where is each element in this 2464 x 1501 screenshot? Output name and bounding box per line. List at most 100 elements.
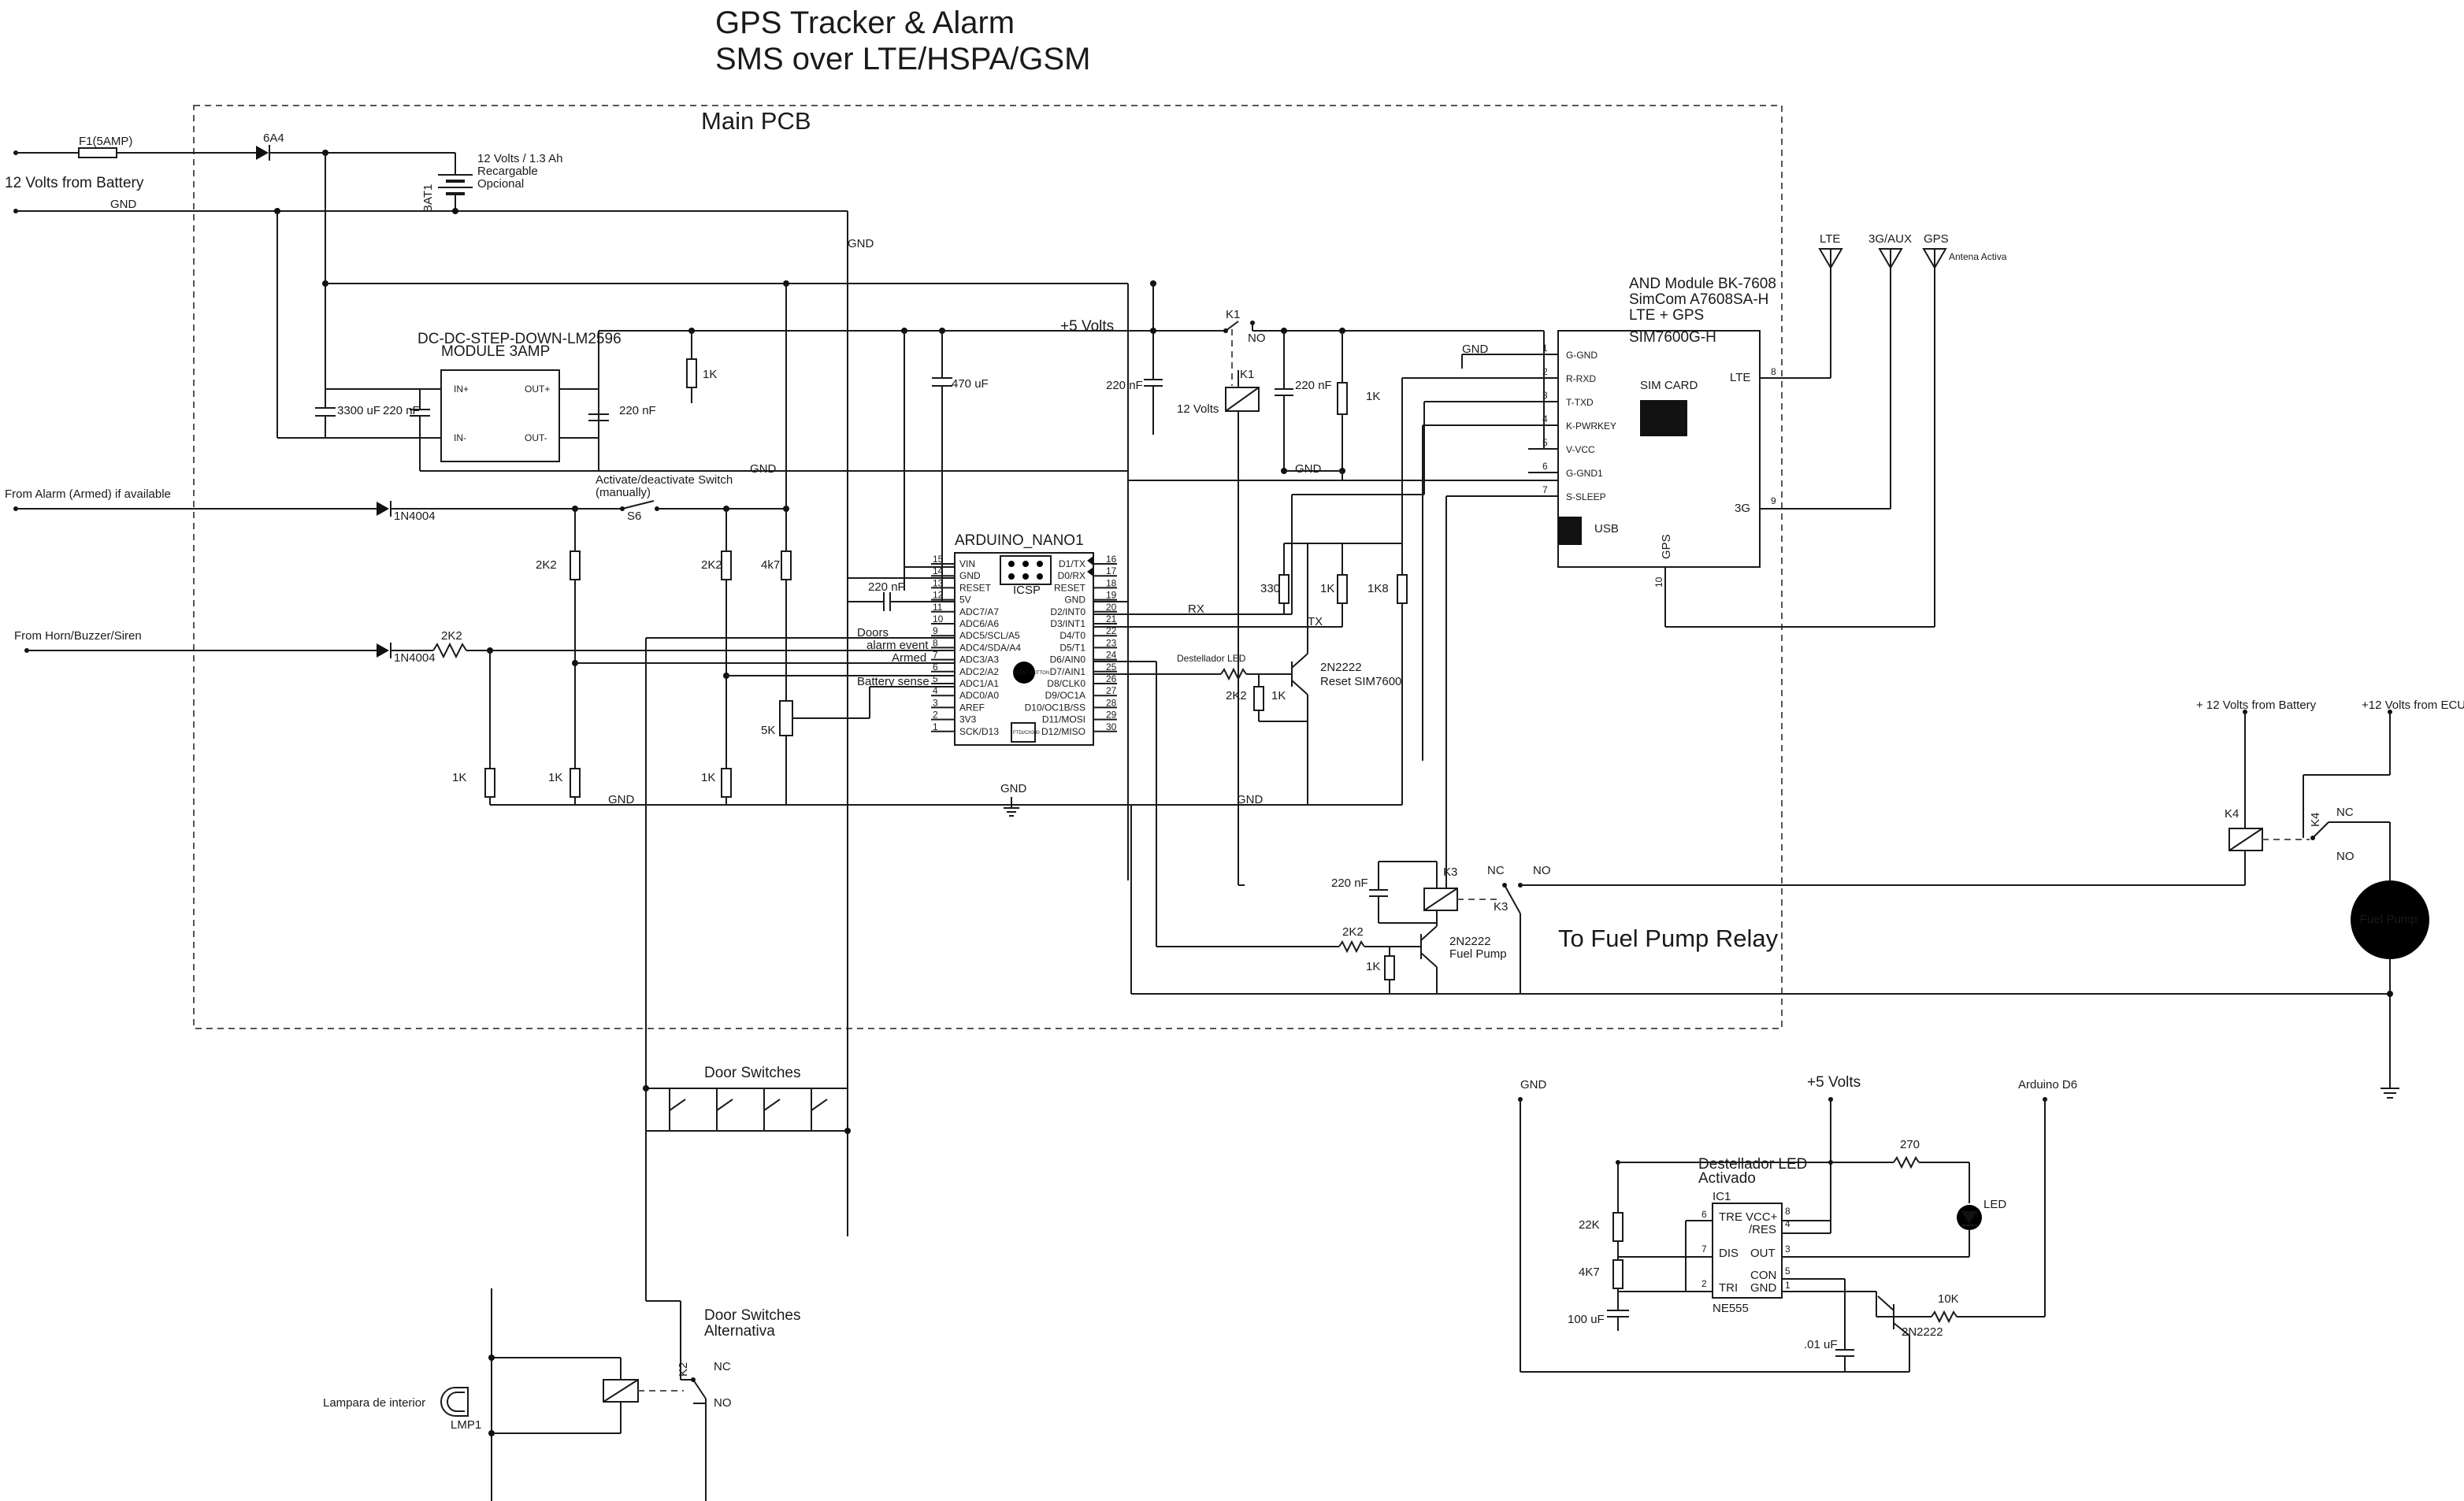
switch-label-2: (manually)	[596, 486, 651, 499]
arduino-right-pin-number: 27	[1106, 685, 1117, 696]
cap-220f-label: 220 nF	[1331, 877, 1368, 890]
arduino-right-pin-function: D2/INT0	[1050, 606, 1085, 617]
signal-doors: Doors	[857, 626, 889, 639]
gsm-title-2: SimCom A7608SA-H	[1629, 291, 1768, 308]
arduino-left-pin-number: 7	[933, 650, 938, 661]
arduino-left-pin-function: ADC1/A1	[959, 678, 999, 689]
gsm-pin-function: K-PWRKEY	[1566, 421, 1616, 432]
fuse-label: F1(5AMP)	[79, 135, 132, 148]
r2k2-b-label: 2K2	[701, 558, 722, 572]
arduino-left-pin-number: 11	[933, 602, 943, 613]
battery-input-label: 12 Volts from Battery	[5, 175, 144, 191]
cap-470-label: 470 uF	[952, 377, 989, 391]
arduino-left-pin-number: 13	[933, 577, 944, 588]
k3-coil-label: K3	[1443, 865, 1457, 879]
diode-6a4	[256, 146, 269, 160]
arduino-right-pin-number: 16	[1106, 554, 1117, 565]
relay-k2-lamp: K2 NC NO Lampara de interior LMP1	[323, 1288, 732, 1501]
arduino-right-pin-function: D12/MISO	[1041, 726, 1085, 737]
battery-bat1: BAT1 12 Volts / 1.3 Ah Recargable Opcion…	[421, 152, 562, 214]
c100-label: 100 uF	[1568, 1313, 1605, 1326]
arduino-name: ARDUINO_NANO1	[955, 532, 1084, 549]
door-switches-label: Door Switches	[704, 1065, 801, 1081]
arduino-right-pin-function: D1/TX	[1059, 558, 1085, 569]
arduino-left-pin-function: VIN	[959, 558, 975, 569]
arduino-left-pin-function: ADC4/SDA/A4	[959, 642, 1021, 653]
pin1: 1	[1785, 1280, 1790, 1291]
relay-k4: + 12 Volts from Battery K4 +12 Volts fro…	[2196, 699, 2464, 880]
arduino-right-pin-function: D10/OC1B/SS	[1025, 702, 1085, 713]
reset-button-label: RESET BUTTON	[1013, 671, 1049, 676]
antenna-3g-label: 3G/AUX	[1868, 232, 1912, 246]
r1k-b-label: 1K	[1366, 390, 1380, 403]
blinker-title-1: Destellador LED	[1698, 1156, 1807, 1173]
arduino-right-pin-function: RESET	[1054, 582, 1086, 593]
arduino-right-pin-function: D11/MOSI	[1042, 714, 1085, 725]
diode-6a4-label: 6A4	[263, 132, 284, 145]
bat1-line2: Recargable	[477, 165, 538, 178]
gps-port-label: GPS	[1660, 534, 1673, 559]
gsm-pin-number: 4	[1542, 413, 1548, 424]
gsm-title-1: AND Module BK-7608	[1629, 276, 1776, 292]
ic-part: NE555	[1713, 1302, 1749, 1315]
arduino-right-pin-number: 23	[1106, 637, 1117, 648]
reset-button	[1013, 662, 1035, 684]
k1-label: K1	[1226, 308, 1240, 321]
bat1-line1: 12 Volts / 1.3 Ah	[477, 152, 562, 165]
k1-coil-label: K1	[1240, 368, 1254, 381]
arduino-left-pin-function: 5V	[959, 595, 971, 606]
arduino-left-pin-number: 2	[933, 710, 938, 721]
gnd-top-label: GND	[848, 237, 874, 250]
arduino-right-pin-function: D5/T1	[1059, 642, 1085, 653]
gsm-pin-function: G-GND1	[1566, 468, 1603, 479]
k3-no-label: NO	[1533, 864, 1551, 877]
arduino-left-pin-function: ADC2/A2	[959, 666, 999, 677]
arduino-right-pin-number: 20	[1106, 602, 1117, 613]
q3-label: 2N2222	[1902, 1325, 1943, 1339]
antenna-activa-label: Antena Activa	[1949, 251, 2007, 262]
arduino-left-pin-number: 15	[933, 554, 944, 565]
arduino-right-pin-function: D4/T0	[1059, 630, 1085, 641]
k4-nc-label: NC	[2336, 806, 2354, 819]
fuel-pump: Fuel Pump	[2351, 880, 2429, 1099]
cap-220nf-e: 220 nF	[848, 580, 942, 611]
arduino-left-pin-function: ADC6/A6	[959, 618, 999, 629]
gnd-switch-label: GND	[750, 462, 777, 476]
gsm-pin-function: S-SLEEP	[1566, 491, 1606, 502]
sim-card-label: SIM CARD	[1640, 379, 1698, 392]
r330: 330	[1260, 573, 1290, 614]
cap-220e-label: 220 nF	[868, 580, 905, 594]
cap-3300uf: 3300 uF	[315, 389, 380, 438]
gsm-pin-number: 7	[1542, 484, 1548, 495]
r1k-h-label: 1K	[1366, 960, 1380, 973]
arduino-right-pin-number: 19	[1106, 590, 1117, 601]
fuel-batt-label: + 12 Volts from Battery	[2196, 699, 2317, 712]
r22k-label: 22K	[1579, 1218, 1600, 1232]
gnd-bus-label-2: GND	[1237, 793, 1264, 806]
pin5: 5	[1785, 1266, 1790, 1277]
ic-gnd: GND	[1750, 1281, 1777, 1295]
dcdc-in-plus: IN+	[454, 384, 469, 395]
pin7: 7	[1701, 1243, 1707, 1255]
arduino-right-pin-function: D9/OC1A	[1045, 690, 1085, 701]
ic-con: CON	[1750, 1269, 1776, 1282]
gsm-pin-function: V-VCC	[1566, 444, 1595, 455]
signal-armed: Armed	[892, 651, 926, 665]
arduino-left-pin-number: 1	[933, 721, 938, 732]
arduino-right-pin-number: 18	[1106, 577, 1117, 588]
ic-tri: TRI	[1719, 1281, 1738, 1295]
g3-pin-num: 9	[1771, 495, 1776, 506]
arduino-left-pin-function: ADC3/A3	[959, 654, 999, 665]
arduino-left-pin-function: AREF	[959, 702, 985, 713]
q1-sub-label: Reset SIM7600	[1320, 675, 1401, 688]
k4-switch-label: K4	[2309, 813, 2322, 827]
arduino-left-pin-number: 8	[933, 637, 938, 648]
antenna-lte-label: LTE	[1820, 232, 1840, 246]
cap-220c-label: 220 nF	[1106, 379, 1143, 392]
r2k2-horn-label: 2K2	[441, 629, 462, 643]
fuel-pump-label: Fuel Pump	[2360, 913, 2418, 926]
antenna-lte: LTE	[1818, 232, 1843, 378]
power-input: F1(5AMP) 6A4 12 Volts from Battery GND	[5, 132, 848, 1236]
arduino-left-pin-function: ADC5/SCL/A5	[959, 630, 1020, 641]
